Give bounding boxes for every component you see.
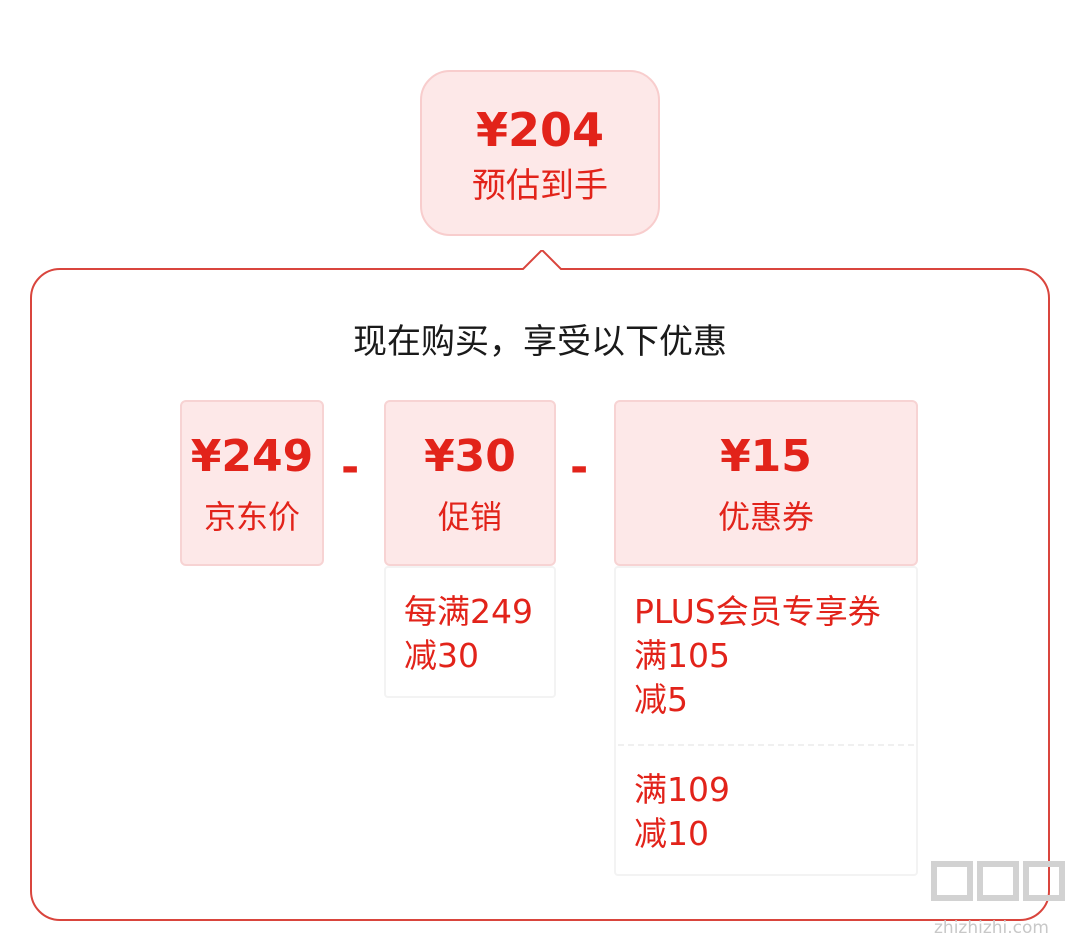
coupon-detail: PLUS会员专享券 满105 减5 满109 减10 bbox=[614, 566, 918, 876]
promotion-label: 促销 bbox=[437, 498, 502, 536]
minus-operator: - bbox=[570, 442, 589, 493]
coupon-item-line: 满105 bbox=[634, 636, 730, 675]
promotion-detail-line: 减30 bbox=[404, 636, 479, 675]
minus-operator: - bbox=[341, 442, 360, 493]
estimated-price: ¥204 bbox=[475, 103, 605, 157]
watermark-logo-icon bbox=[928, 858, 1078, 911]
jd-price-box: ¥249 京东价 bbox=[180, 400, 324, 566]
coupon-divider bbox=[618, 744, 914, 746]
coupon-item-line: 满109 bbox=[634, 770, 730, 809]
watermark-url: zhizhizhi.com bbox=[934, 918, 1049, 938]
promotion-detail: 每满249 减30 bbox=[384, 566, 556, 698]
coupon-item-line: PLUS会员专享券 bbox=[634, 592, 881, 631]
panel-title: 现在购买，享受以下优惠 bbox=[353, 322, 727, 362]
estimated-price-label: 预估到手 bbox=[472, 166, 608, 206]
estimated-price-card: ¥204 预估到手 bbox=[420, 70, 660, 236]
jd-price-amount: ¥249 bbox=[190, 431, 314, 482]
coupon-item: 满109 减10 bbox=[616, 746, 916, 856]
coupon-label: 优惠券 bbox=[717, 498, 814, 536]
promotion-detail-line: 每满249 bbox=[404, 592, 533, 631]
coupon-item-line: 减5 bbox=[634, 680, 688, 719]
coupon-item-line: 减10 bbox=[634, 814, 709, 853]
watermark: zhizhizhi.com bbox=[928, 858, 1078, 946]
coupon-item: PLUS会员专享券 满105 减5 bbox=[616, 568, 916, 744]
jd-price-label: 京东价 bbox=[203, 498, 300, 536]
promotion-box: ¥30 促销 bbox=[384, 400, 556, 566]
coupon-amount: ¥15 bbox=[720, 431, 812, 482]
promotion-amount: ¥30 bbox=[424, 431, 516, 482]
coupon-box: ¥15 优惠券 bbox=[614, 400, 918, 566]
